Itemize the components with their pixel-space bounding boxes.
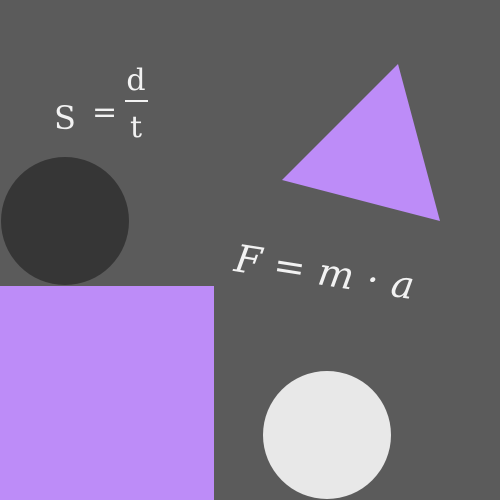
force-formula: F = m · a <box>231 236 419 309</box>
speed-formula-denominator: t <box>129 110 143 145</box>
purple-triangle-shape <box>282 64 440 221</box>
speed-formula-equals: = <box>92 95 118 130</box>
purple-rectangle <box>0 286 214 500</box>
speed-formula-fraction: d t <box>124 61 154 145</box>
purple-triangle <box>282 64 440 221</box>
speed-formula-numerator: d <box>126 63 146 98</box>
dark-circle <box>1 157 129 285</box>
light-circle <box>263 371 391 499</box>
fraction-bar <box>125 100 148 102</box>
speed-formula-lhs: S <box>54 99 76 137</box>
